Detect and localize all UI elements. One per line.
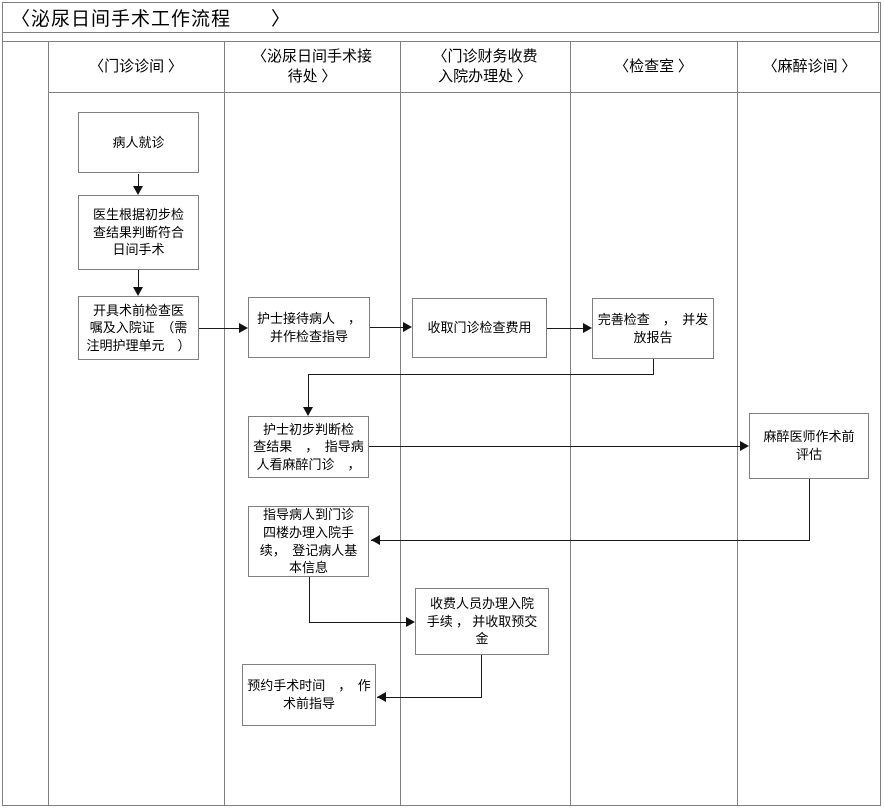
connector-visit-to-judge	[138, 174, 139, 187]
connector-exam-to-judge-drop	[653, 359, 654, 374]
connector-exam-to-judge-drop2	[308, 374, 309, 407]
arrowhead-right-icon	[403, 322, 412, 332]
arrowhead-right-icon	[406, 617, 415, 627]
connector-nurse-to-fee	[370, 327, 403, 328]
header-top-line	[3, 41, 881, 42]
lane-divider-5	[737, 41, 738, 805]
connector-judge-to-orders	[138, 270, 139, 287]
arrowhead-right-icon	[740, 441, 749, 451]
lane-header-finance-admission-office: 〈门诊财务收费 入院办理处 〉	[432, 48, 538, 85]
lane-header-anesthesia-clinic: 〈麻醉诊间 〉	[762, 58, 857, 75]
connector-guide-to-deposit-run	[309, 622, 406, 623]
node-complete-exam: 完善检查 ， 并发 放报告	[592, 298, 714, 359]
connector-fee-to-exam	[547, 328, 583, 329]
lane-divider-1	[48, 41, 49, 805]
arrowhead-left-icon	[377, 692, 386, 702]
connector-deposit-to-schedule-run	[377, 697, 482, 698]
node-anesthesia-eval: 麻醉医师作术前 评估	[749, 413, 869, 479]
lane-header-exam-room: 〈检查室 〉	[614, 58, 693, 75]
node-doctor-judge: 医生根据初步检 查结果判断符合 日间手术	[78, 195, 199, 270]
lane-header-day-surgery-reception: 〈泌尿日间手术接 待处 〉	[251, 48, 372, 85]
lane-divider-3	[400, 41, 401, 805]
connector-guide-to-deposit-drop	[309, 577, 310, 622]
arrowhead-down-icon	[133, 186, 143, 195]
arrowhead-right-icon	[583, 323, 592, 333]
connector-exam-to-judge-run	[308, 374, 654, 375]
connector-judge-to-anesthesia	[369, 446, 740, 447]
connector-orders-to-nurse	[199, 328, 239, 329]
arrowhead-down-icon	[303, 407, 313, 416]
node-collect-exam-fee: 收取门诊检查费用	[412, 298, 547, 358]
title-bar: 〈泌尿日间手术工作流程 〉	[2, 2, 879, 33]
node-issue-orders: 开具术前检查医 嘱及入院证 （需 注明护理单元 ）	[78, 296, 199, 360]
connector-deposit-to-schedule-drop	[481, 655, 482, 697]
node-patient-visit: 病人就诊	[78, 112, 199, 173]
lane-divider-4	[570, 41, 571, 805]
arrowhead-left-icon	[371, 535, 380, 545]
lane-header-outpatient-clinic: 〈门诊诊间 〉	[89, 58, 183, 75]
node-admission-deposit: 收费人员办理入院 手续 ， 并收取预交 金	[415, 588, 549, 655]
node-guide-admission: 指导病人到门诊 四楼办理入院手 续， 登记病人基 本信息	[248, 506, 369, 577]
node-schedule-surgery: 预约手术时间 ， 作 术前指导	[242, 664, 376, 726]
node-nurse-receive: 护士接待病人 ， 并作检查指导	[248, 297, 370, 358]
connector-anesthesia-to-guide-drop	[809, 479, 810, 540]
node-nurse-judge: 护士初步判断检 查结果 ， 指导病 人看麻醉门诊 ，	[248, 416, 369, 478]
lane-divider-2	[224, 41, 225, 805]
arrowhead-down-icon	[133, 287, 143, 296]
header-bottom-line	[48, 92, 881, 93]
page-title: 〈泌尿日间手术工作流程 〉	[11, 9, 292, 30]
connector-anesthesia-to-guide-run	[371, 540, 810, 541]
arrowhead-right-icon	[239, 323, 248, 333]
